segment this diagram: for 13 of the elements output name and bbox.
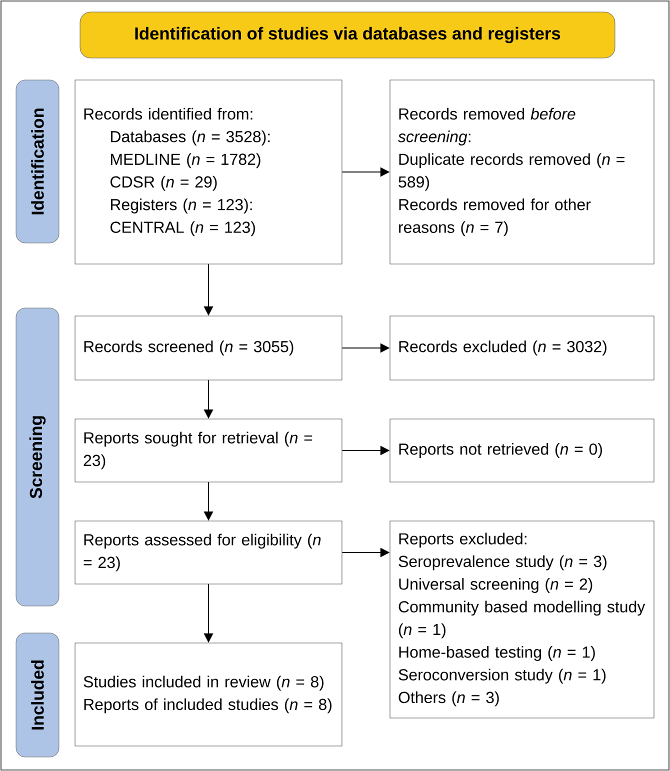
process-box: Records screened (n = 3055) (74, 316, 342, 380)
process-box: Records excluded (n = 3032) (390, 316, 654, 380)
process-box: Studies included in review (n = 8) Reports of included studies (n = 8) (74, 642, 342, 746)
phase-label: Screening (16, 308, 60, 606)
phase-label: Included (16, 632, 60, 758)
title-banner: Identification of studies via databases and registers (80, 12, 616, 58)
process-box: Reports assessed for eligibility (n = 23) (74, 520, 342, 584)
process-box: Reports not retrieved (n = 0) (390, 418, 654, 482)
process-box: Reports excluded: Seroprevalence study (n = 3) Universal screening (n = 2) Community based modelling study (n = 1) Home-based testing (n = 1) Seroconversion study (n = 1) Others (n = 3) (390, 520, 654, 718)
process-box: Reports sought for retrieval (n = 23) (74, 418, 342, 482)
process-box: Records identified from: Databases (n = 3528): MEDLINE (n = 1782) CDSR (n = 29) Registers (n = 123): CENTRAL (n = 123) (74, 80, 342, 264)
process-box: Records removed before screening: Duplicate records removed (n = 589) Records removed for other reasons (n = 7) (390, 80, 654, 264)
phase-label: Identification (16, 80, 60, 244)
